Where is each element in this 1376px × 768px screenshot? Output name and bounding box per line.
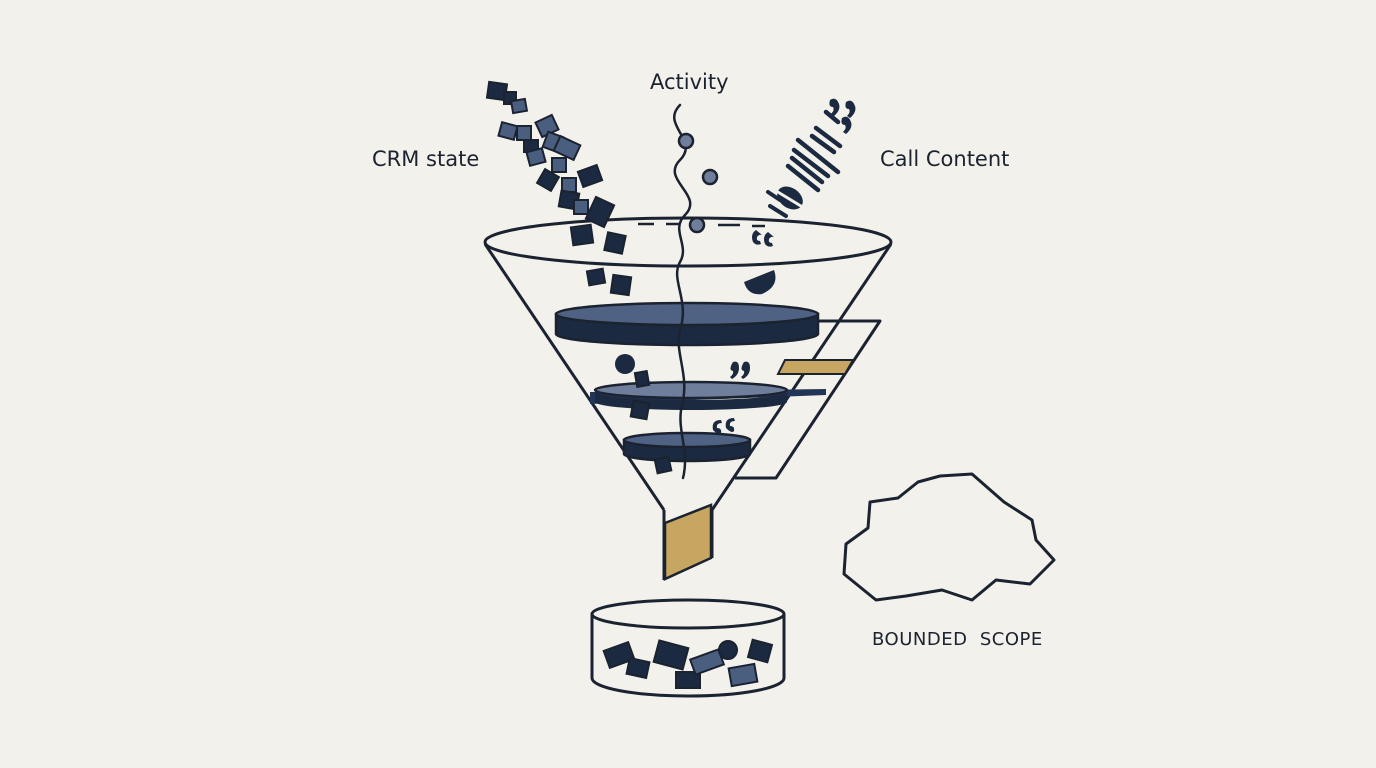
call-content-stream bbox=[712, 98, 856, 434]
spout-fill bbox=[663, 503, 713, 581]
crm-block bbox=[561, 177, 577, 193]
call-content-label: Call Content bbox=[880, 147, 1010, 171]
filter-disc-middle bbox=[590, 380, 826, 410]
call-fragment bbox=[744, 270, 776, 295]
crm-data-blocks bbox=[485, 80, 673, 475]
crm-state-label: CRM state bbox=[372, 147, 480, 171]
filter-disc-bottom bbox=[622, 431, 752, 463]
tray-block bbox=[652, 639, 690, 671]
crm-block bbox=[535, 167, 561, 193]
crm-block bbox=[576, 163, 604, 189]
quote-icon bbox=[712, 420, 722, 434]
bracket-outline bbox=[735, 319, 882, 480]
crm-block bbox=[516, 125, 532, 141]
activity-label: Activity bbox=[650, 70, 729, 94]
tray-block bbox=[625, 656, 651, 680]
funnel-right-wall bbox=[710, 243, 893, 511]
tray-contents bbox=[602, 638, 774, 689]
crm-block bbox=[629, 399, 651, 421]
crm-block bbox=[609, 273, 633, 297]
tray-block bbox=[675, 671, 701, 689]
activity-dot bbox=[677, 132, 695, 150]
side-bracket bbox=[735, 319, 882, 480]
activity-dot bbox=[688, 216, 706, 234]
filter-disc-top bbox=[554, 301, 820, 347]
crm-block bbox=[633, 369, 651, 389]
funnel-rim-front bbox=[483, 241, 893, 268]
bounded-scope-outline bbox=[842, 472, 1056, 602]
tray-block bbox=[727, 662, 759, 688]
tray-block bbox=[746, 638, 774, 664]
sound-wave-icon bbox=[785, 109, 843, 193]
crm-block bbox=[552, 134, 582, 162]
crm-block bbox=[551, 157, 567, 173]
dashed-intake-line bbox=[638, 222, 765, 228]
funnel-left-wall bbox=[483, 243, 666, 511]
crm-dot bbox=[615, 354, 635, 374]
funnel-rim-back bbox=[483, 216, 893, 243]
crm-block bbox=[569, 223, 595, 247]
quote-icon bbox=[741, 361, 750, 379]
gold-tab bbox=[776, 359, 855, 375]
activity-dot bbox=[701, 168, 719, 186]
crm-block bbox=[525, 146, 547, 168]
quote-icon bbox=[725, 418, 735, 432]
activity-stream bbox=[673, 103, 692, 480]
quote-icon bbox=[829, 98, 840, 116]
quote-icon bbox=[845, 100, 856, 118]
tray-rim bbox=[590, 598, 786, 630]
quote-icon bbox=[752, 230, 762, 245]
call-wave-lower bbox=[766, 184, 815, 218]
disc-top-face bbox=[554, 301, 820, 327]
activity-dots bbox=[677, 132, 719, 234]
crm-block bbox=[584, 195, 616, 229]
crm-block bbox=[573, 199, 589, 215]
tray-block bbox=[602, 640, 636, 670]
bounded-scope-label: BOUNDED SCOPE bbox=[872, 629, 1043, 650]
quote-icon bbox=[730, 361, 739, 379]
tray-dot bbox=[718, 640, 738, 660]
crm-block bbox=[585, 267, 607, 287]
crm-block bbox=[603, 231, 627, 255]
crm-block bbox=[653, 455, 673, 475]
quote-icon bbox=[841, 116, 852, 134]
disc-bottom-face bbox=[622, 431, 752, 449]
quote-icon bbox=[764, 232, 774, 247]
disc-middle-face bbox=[593, 380, 789, 400]
crm-block bbox=[497, 120, 519, 142]
crm-block bbox=[509, 97, 529, 115]
activity-squiggle bbox=[673, 103, 692, 480]
